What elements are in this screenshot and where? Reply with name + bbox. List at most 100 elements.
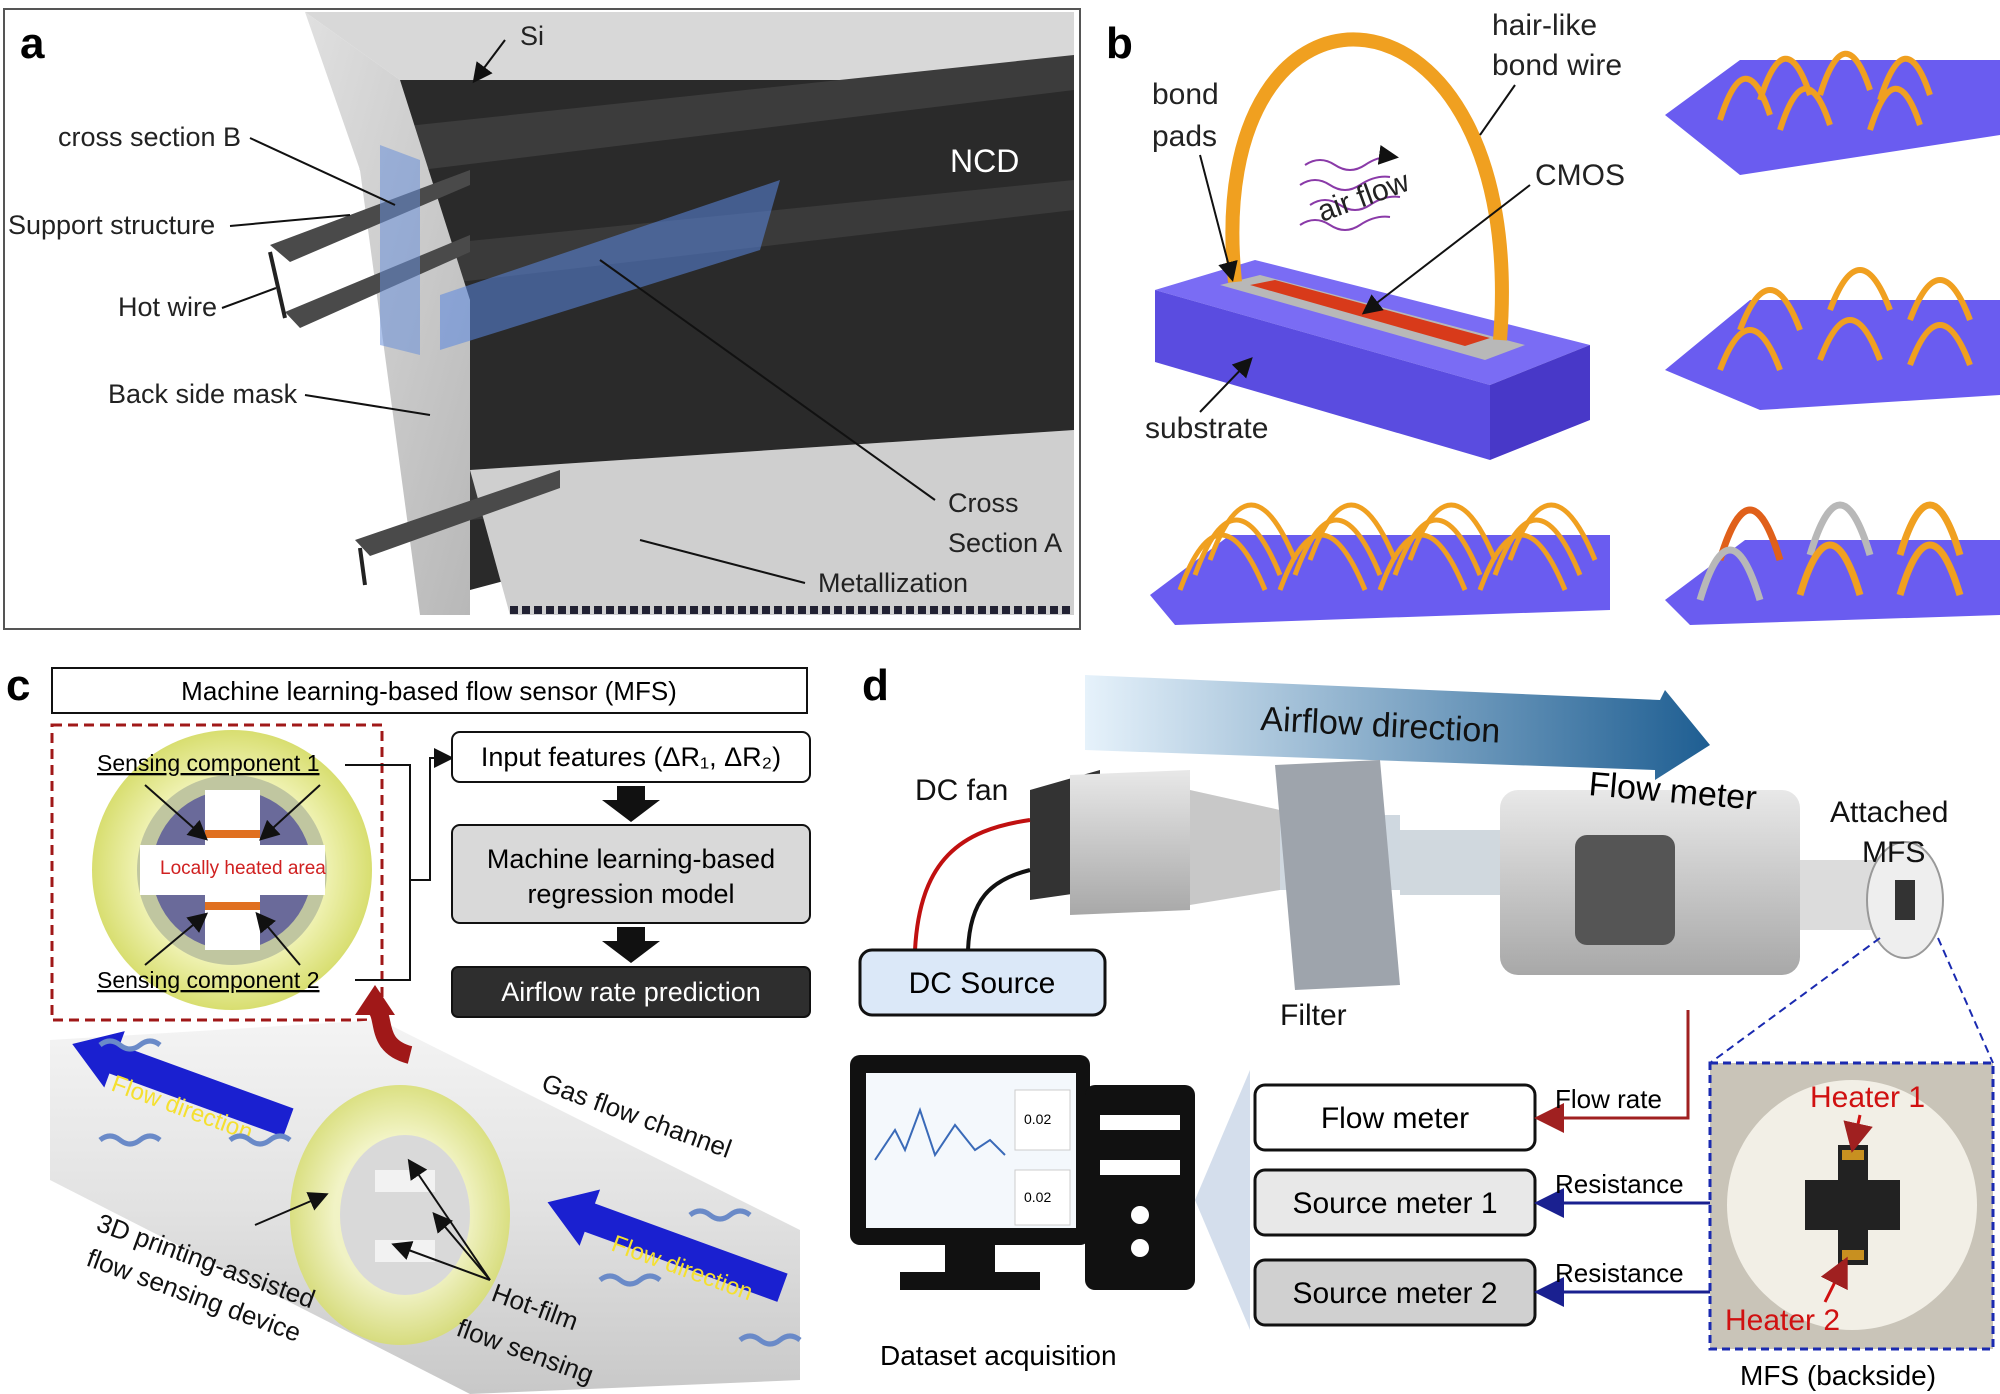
sc2-arrow-left [144,912,209,966]
cross-section-b-plane [380,145,420,355]
heater-1-element [1842,1150,1864,1160]
array-board-top-right [1665,50,2000,175]
hot-film-slot-2 [375,1240,435,1262]
source-meter-1-label: Source meter 1 [1292,1187,1497,1220]
heater-2-label: Heater 2 [1725,1304,1840,1337]
hot-film-slot-1 [375,1170,435,1192]
substrate-front [1155,290,1490,460]
back-side-mask-label: Back side mask [108,379,298,409]
mfs-backside-label: MFS (backside) [1740,1360,1936,1391]
sc1-arrow-right [259,784,321,841]
substrate-side [1490,345,1590,460]
device-pointer [254,1192,329,1226]
panel-c: c Machine learning-based flow sensor (MF… [6,661,811,1394]
prediction-label: Airflow rate prediction [501,977,761,1007]
hot-wire [268,251,287,319]
bond-wire-pointer [1479,84,1516,136]
ml-model-line2: regression model [527,879,734,909]
monitor-panel-1 [1014,1089,1071,1151]
heated-spot-top [205,830,260,838]
filter-label: Filter [1280,999,1347,1032]
cross-section-b-label: cross section B [58,122,241,152]
si-label: Si [520,21,544,51]
sensor-detail-frame [50,723,384,1022]
panel-d-letter: d [862,661,889,710]
dc-fan-housing [1070,770,1190,915]
cmos-pointer [1361,184,1531,315]
cross-section-a-plane [440,180,780,350]
flow-rate-line [1534,1010,1690,1133]
si-side-wall [470,430,1074,615]
hot-wire-2 [358,547,367,586]
dc-wire-red [913,818,1031,951]
inset-leader-right [1937,937,1994,1064]
substrate-label: substrate [1145,412,1268,445]
arrow-model-to-prediction [602,927,660,963]
sc2-arrow-right [255,911,301,966]
metallization-label: Metallization [818,568,968,598]
mfs-title-box [51,667,808,714]
heater-1-pointer [1843,1114,1873,1153]
ncd-ridge-top [370,55,1074,175]
bond-pads-pointer [1199,154,1238,282]
prediction-box [451,966,811,1018]
source-meter-2-label: Source meter 2 [1292,1277,1497,1310]
dataset-acquisition-label: Dataset acquisition [880,1340,1117,1371]
resistance-label-1: Resistance [1555,1169,1684,1199]
bond-wire [1225,32,1509,341]
cross-section-a-pointer [599,259,936,501]
filter-body [1275,760,1400,990]
cross-section-b-pointer [249,137,396,206]
flow-direction-arrow-left [72,1031,294,1137]
flow-waves [98,1038,802,1347]
sc1-arrow-left [144,784,208,841]
pc-tower [1085,1085,1195,1290]
pc-drive-1 [1100,1115,1180,1130]
ncd-label: NCD [950,143,1019,179]
hot-wire-label: Hot wire [118,292,217,322]
heater-1-label: Heater 1 [1810,1081,1925,1114]
monitor-plot [874,1107,1006,1161]
back-side-mask-pointer [304,394,431,416]
support-arm-2 [285,235,470,328]
bond-wire-label: bond wire [1492,49,1622,82]
monitor-base [900,1272,1040,1290]
dc-wire-black [966,868,1031,951]
support-structure-label: Support structure [8,210,215,240]
sensor-slot-vertical [205,790,260,950]
sensing-component-2-label: Sensing component 2 [97,967,320,993]
screen-value-1: 0.02 [1024,1111,1051,1127]
locally-heated-label: Locally heated area [160,858,326,879]
heater-2-element [1842,1250,1864,1260]
monitor-panel-2 [1014,1169,1071,1226]
flow-meter-box-label: Flow meter [1321,1102,1469,1135]
attached-mfs-slot [1895,880,1915,920]
section-a-label: Section A [948,528,1062,558]
heated-spot-bottom [205,902,260,910]
mfs-backside-slot-v [1838,1145,1868,1265]
resistance-label-2: Resistance [1555,1258,1684,1288]
fan-funnel [1190,790,1280,905]
flow-rate-label: Flow rate [1555,1084,1662,1114]
sensing-component-1-label: Sensing component 1 [97,750,320,776]
input-features-label: Input features (ΔR₁, ΔR₂) [481,742,781,772]
dc-source-label: DC Source [909,967,1056,1000]
attached-label-line1: Attached [1830,796,1948,829]
flow-device-hole [340,1135,470,1295]
hot-film-pointer-3 [391,1241,491,1281]
si-pointer [472,39,506,84]
input-features-box [451,731,811,783]
cross-label: Cross [948,488,1019,518]
zoom-arrow-head [355,985,395,1015]
panel-c-letter: c [6,661,30,710]
pc-button-1 [1131,1206,1149,1224]
hot-film-pointer-2 [432,1211,491,1281]
air-flow-lines [1299,144,1401,231]
array-board-bottom-left [1150,502,1610,625]
attached-label-line2: MFS [1862,836,1925,869]
pc-drive-2 [1100,1160,1180,1175]
pads-label: pads [1152,120,1217,153]
panel-b-letter: b [1106,19,1133,68]
array-board-bottom-right [1665,501,2000,625]
